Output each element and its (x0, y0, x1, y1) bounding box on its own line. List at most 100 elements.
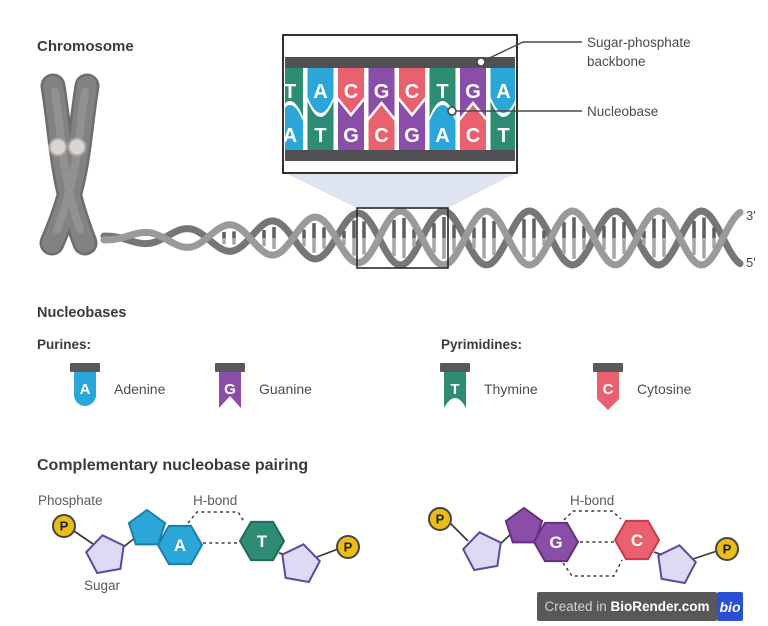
callout-line-backbone (480, 41, 582, 63)
cytosine-icon (597, 372, 619, 410)
hbond-label: H-bond (193, 493, 237, 508)
sequence-letter-bottom: C (466, 125, 480, 147)
legend-icon-letter: G (224, 381, 236, 398)
biorender-logo: bio (720, 599, 741, 615)
legend-icon-cap (215, 363, 245, 372)
sequence-tile-top-C (399, 68, 425, 113)
base-hexagon-A (156, 524, 204, 566)
callout-dot-backbone (476, 57, 486, 67)
sequence-letter-top: A (313, 81, 327, 103)
backbone-bar-bottom (285, 150, 515, 161)
legend-icon-cap (440, 363, 470, 372)
backbone-bond-line (73, 530, 94, 545)
sequence-tile-bottom-C (368, 105, 395, 150)
backbone-bar-top (285, 57, 515, 68)
zoom-beam (285, 173, 516, 208)
phosphate-circle (52, 514, 76, 538)
legend-icon-letter: A (80, 381, 91, 398)
nucleobases-heading: Nucleobases (37, 305, 126, 321)
sequence-tile-bottom-T (490, 101, 515, 150)
sugar-label: Sugar (84, 578, 121, 593)
base-hexagon-C (613, 519, 661, 561)
phosphate-symbol: P (60, 519, 69, 534)
sequence-tile-bottom-G (399, 101, 425, 150)
sequence-tile-top-T (429, 68, 456, 117)
watermark: Created in BioRender.com bio (537, 592, 743, 621)
sequence-letter-bottom: T (497, 125, 509, 147)
centromere (48, 137, 68, 157)
helix-strand-front (100, 207, 744, 269)
thymine-icon (444, 372, 466, 408)
sequence-letter-top: A (496, 81, 510, 103)
sequence-letter-top: T (436, 81, 448, 103)
backbone-bond-line (449, 522, 469, 542)
sequence-letter-top: C (344, 81, 358, 103)
phosphate-symbol: P (344, 540, 353, 555)
phosphate-label: Phosphate (38, 493, 103, 508)
base-letter: C (631, 531, 643, 550)
phosphate-circle (336, 535, 360, 559)
sugar-pentagon (84, 534, 125, 575)
legend-icon-cap (70, 363, 100, 372)
hydrogen-bond-dashes (187, 511, 246, 524)
sequence-letter-top: G (465, 81, 481, 103)
sugar-pentagon (461, 531, 502, 572)
legend-label-guanine: Guanine (259, 381, 312, 397)
sequence-tile-bottom-A (285, 105, 303, 150)
hbond-label: H-bond (570, 493, 614, 508)
watermark-logo-box[interactable] (717, 592, 743, 621)
sugar-pentagon (281, 543, 322, 584)
sequence-letter-bottom: A (283, 125, 297, 147)
strand-end-5prime-label: 5' (746, 255, 756, 270)
sequence-tile-top-T (285, 68, 303, 117)
sequence-letter-top: T (284, 81, 296, 103)
guanine-icon (219, 372, 241, 408)
sequence-tile-bottom-C (460, 105, 486, 150)
callout-dot-nucleobase (447, 106, 457, 116)
sequence-letter-bottom: A (435, 125, 449, 147)
zoom-region-outline (356, 207, 449, 269)
sequence-tile-bottom-A (429, 105, 456, 150)
base-pentagon-G (504, 506, 544, 544)
purines-label: Purines: (37, 337, 91, 352)
strand-end-3prime-label: 3' (746, 208, 756, 223)
backbone-callout-label-line2: backbone (587, 54, 646, 69)
phosphate-symbol: P (436, 512, 445, 527)
legend-label-thymine: Thymine (484, 381, 538, 397)
chromatid-highlight (51, 88, 84, 234)
backbone-bond-line (316, 548, 339, 558)
hydrogen-bond-dashes (562, 559, 623, 577)
hydrogen-bond-dashes (563, 510, 622, 521)
chromatid-highlight (53, 88, 89, 234)
nucleobase-callout-label: Nucleobase (587, 104, 658, 119)
legend-icon-letter: C (603, 381, 614, 398)
sequence-letter-bottom: G (343, 125, 359, 147)
base-letter: G (549, 533, 562, 552)
sequence-tile-top-A (490, 68, 515, 113)
legend-item-guanine: G Guanine (215, 363, 312, 408)
watermark-text[interactable]: Created in BioRender.com (544, 599, 709, 614)
dna-helix (100, 207, 744, 269)
sequence-letter-bottom: T (314, 125, 326, 147)
chromosome-illustration (39, 73, 100, 256)
base-letter: A (174, 536, 186, 555)
base-pentagon-A (127, 508, 167, 546)
backbone-callout-label-line1: Sugar-phosphate (587, 35, 691, 50)
centromere (67, 137, 87, 157)
sequence-tile-top-A (307, 68, 334, 113)
phosphate-circle (428, 507, 452, 531)
adenine-icon (74, 372, 96, 406)
legend-icon-cap (593, 363, 623, 372)
phosphate-circle (715, 537, 739, 561)
sequence-letter-top: G (374, 81, 390, 103)
sequence-tile-bottom-G (338, 101, 364, 150)
